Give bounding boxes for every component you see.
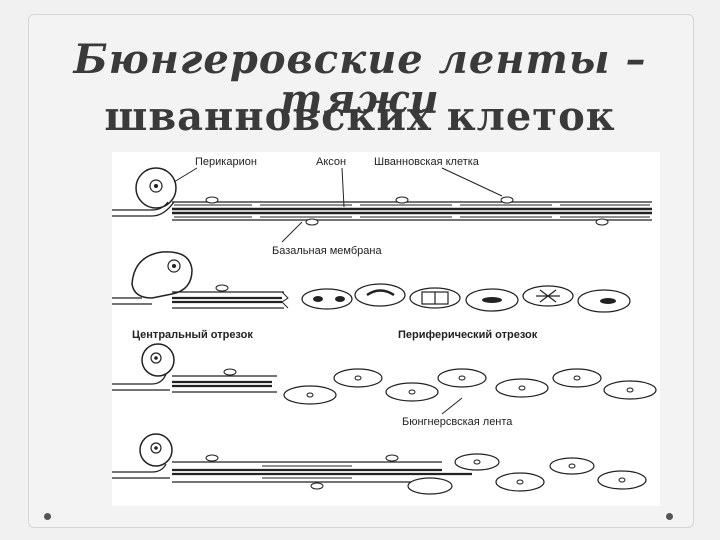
corner-dot-left (44, 513, 51, 520)
leader-schwann-cell (441, 167, 503, 197)
axon-v (172, 380, 272, 388)
row-v-bungner-band (112, 343, 657, 405)
leader-perikaryon (173, 167, 198, 183)
slide-title-line-2: шванновских клеток (104, 93, 616, 140)
row-g-regeneration (112, 433, 647, 495)
nucleus-a (149, 179, 163, 193)
label-basal-membrane: Базальная мембрана (272, 245, 382, 257)
regenerating-axon-g (172, 468, 472, 476)
leader-axon (341, 167, 345, 208)
leader-basal-membrane (281, 221, 303, 243)
nucleus-b (167, 259, 181, 273)
label-axon: Аксон (316, 156, 346, 168)
label-central-segment: Центральный отрезок (132, 329, 253, 341)
neuron-body-b (131, 251, 193, 299)
neuron-body-v (141, 343, 175, 377)
neuron-body-a (135, 167, 177, 209)
row-a-intact-fiber (112, 167, 652, 226)
slide-title-line-1: Бюнгеровские ленты – тяжи (73, 36, 647, 123)
row-b-degeneration (112, 251, 631, 313)
axon-stump-b (172, 296, 282, 304)
label-peripheral-segment: Периферический отрезок (398, 329, 538, 341)
nerve-regeneration-diagram: Перикарион Аксон Шванновская клетка А Б … (88, 152, 660, 506)
neuron-body-g (139, 433, 173, 467)
label-perikaryon: Перикарион (195, 156, 257, 168)
corner-dot-right (666, 513, 673, 520)
axon-a (172, 207, 652, 215)
nucleolus-a (154, 184, 158, 188)
leader-bungner-band (441, 397, 463, 415)
label-bungner-band: Бюнгнерсвская лента (402, 416, 513, 428)
label-schwann-cell: Шванновская клетка (374, 156, 480, 168)
